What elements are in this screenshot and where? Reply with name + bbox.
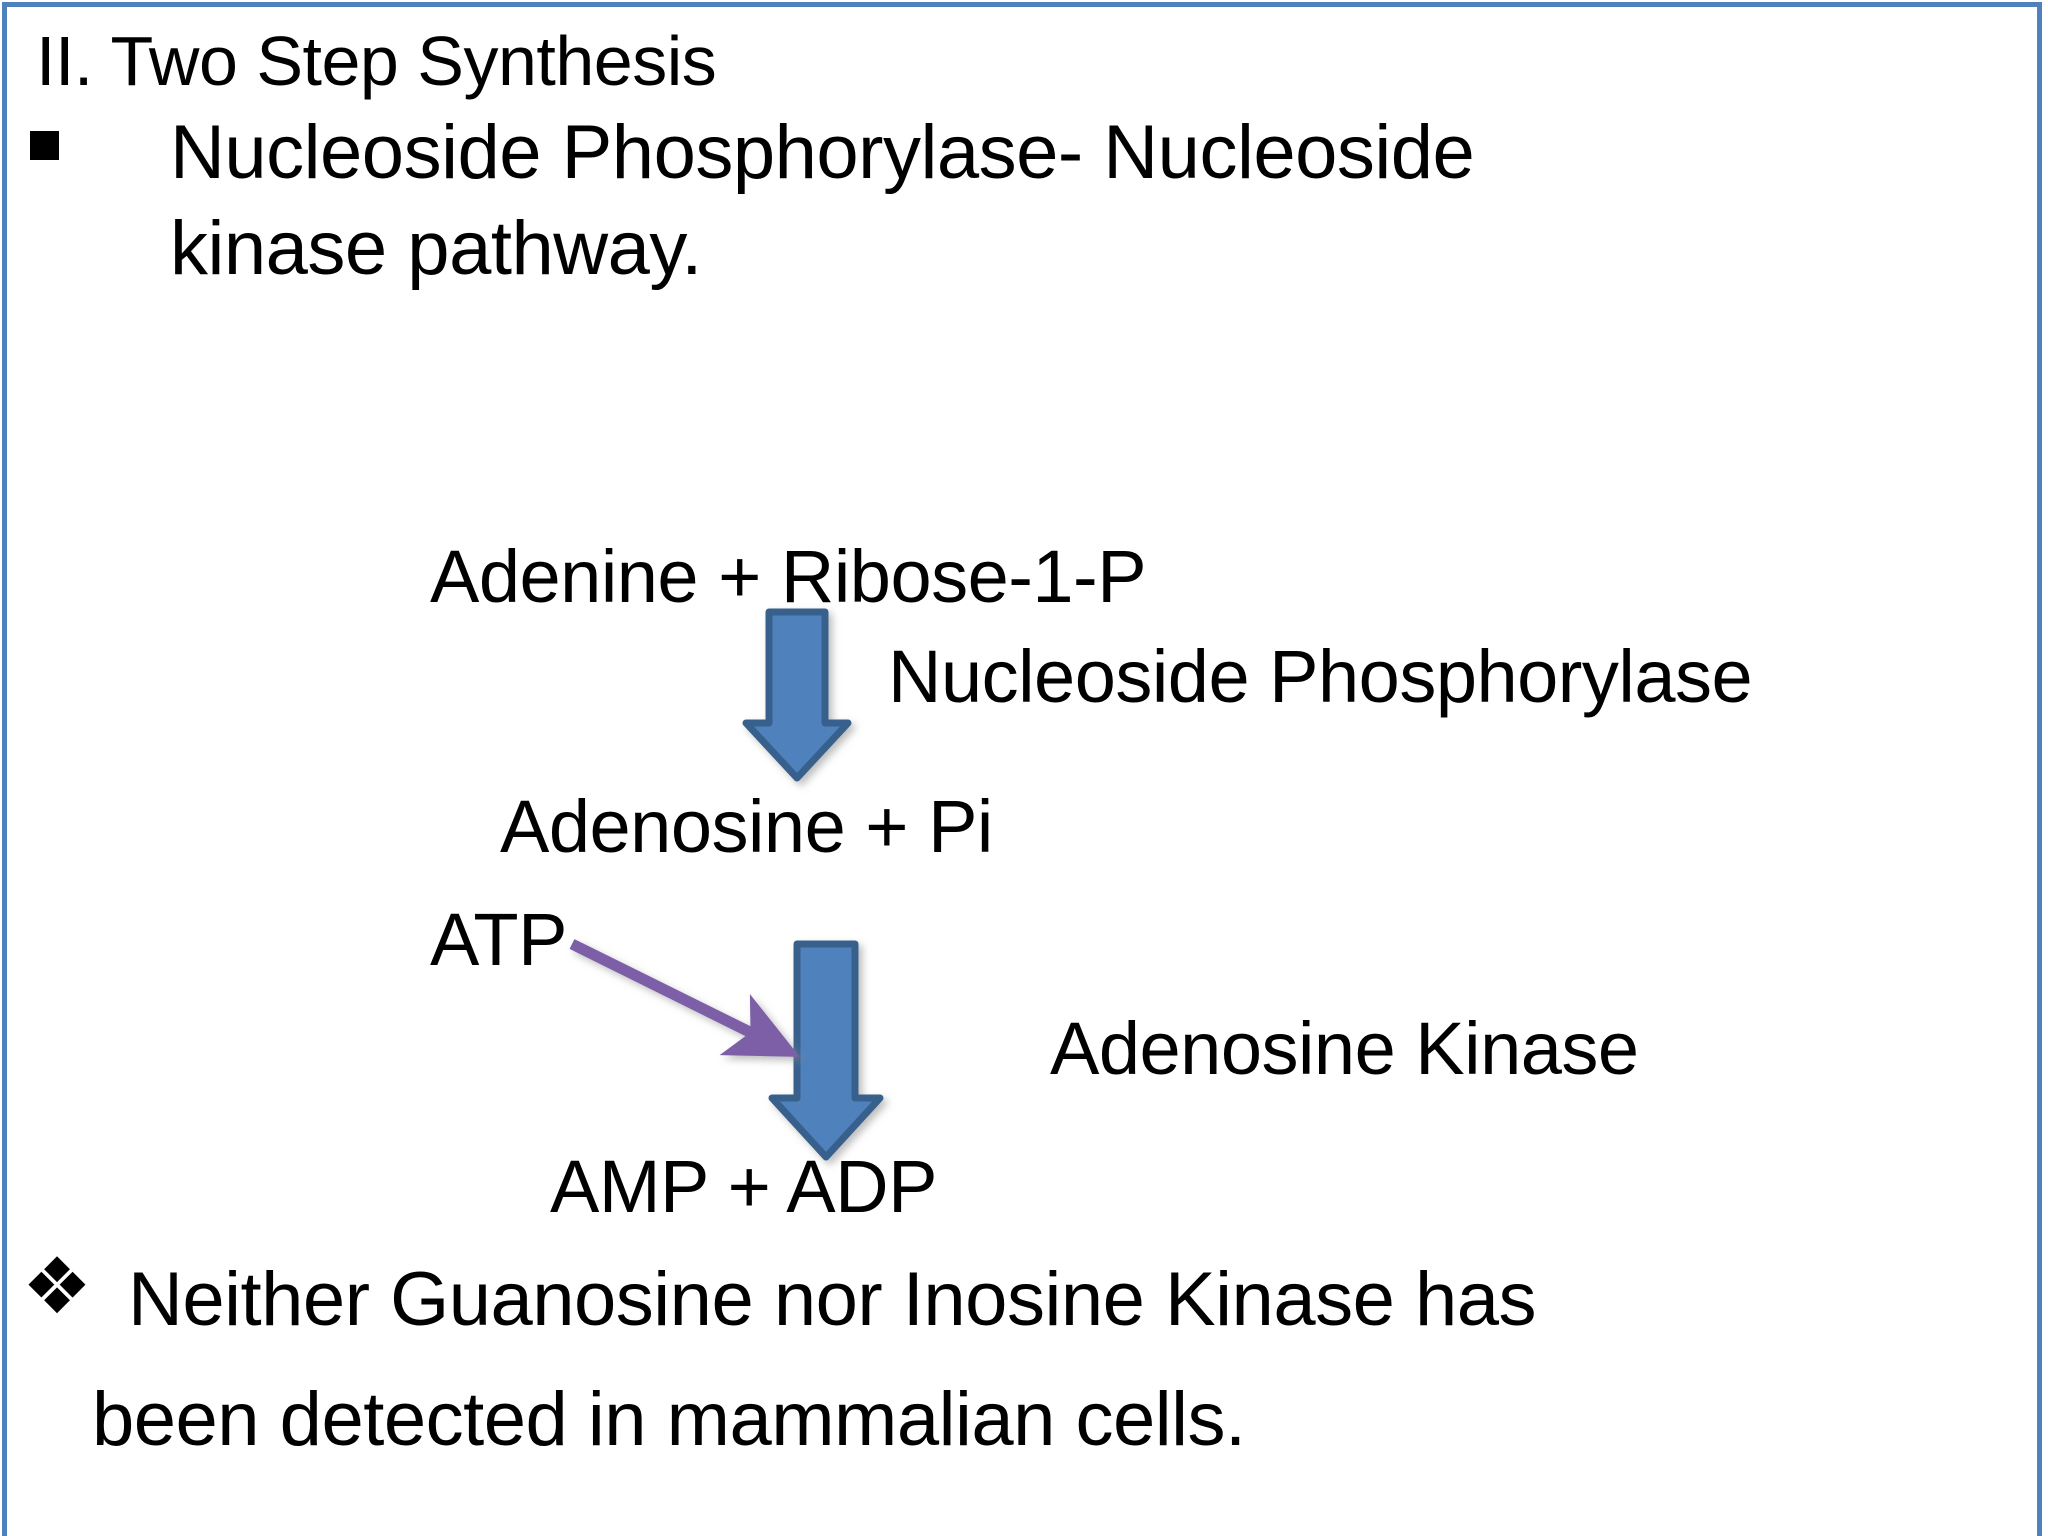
square-bullet-icon [30, 131, 59, 160]
reactants-top-label: Adenine + Ribose-1-P [430, 535, 1147, 618]
down-arrow-step2-icon [768, 940, 884, 1161]
diamond-flower-bullet-icon: ❖ [22, 1242, 92, 1332]
enzyme-step2-label: Adenosine Kinase [1050, 1007, 1639, 1090]
page-title: II. Two Step Synthesis [36, 22, 717, 100]
bullet-two-line-one: Neither Guanosine nor Inosine Kinase has [128, 1257, 1537, 1342]
enzyme-step1-label: Nucleoside Phosphorylase [888, 635, 1753, 718]
bullet-one-line-one: Nucleoside Phosphorylase- Nucleoside [170, 110, 1475, 195]
products-label: AMP + ADP [550, 1145, 937, 1228]
cofactor-atp-label: ATP [430, 898, 567, 981]
intermediate-label: Adenosine + Pi [500, 785, 993, 868]
bullet-one-line-two: kinase pathway. [170, 206, 702, 291]
down-arrow-step1-icon [742, 608, 852, 782]
bullet-two-line-two: been detected in mammalian cells. [92, 1377, 1246, 1462]
atp-input-arrow-icon [569, 939, 800, 1057]
